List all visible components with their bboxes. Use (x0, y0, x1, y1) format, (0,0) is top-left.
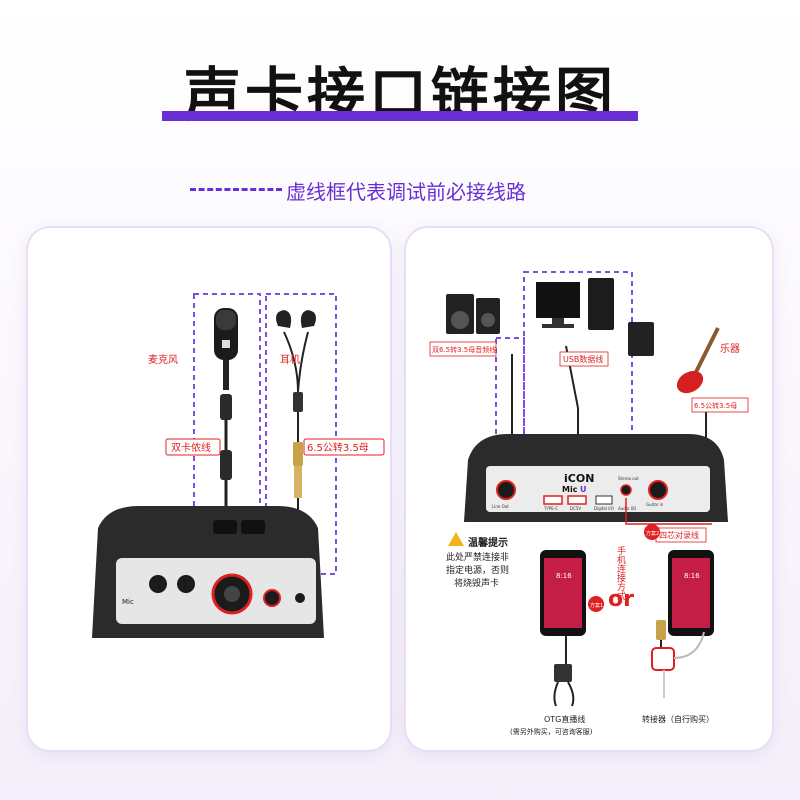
headphone-jack (263, 589, 281, 607)
subtitle-row: 虚线框代表调试前必接线路 (190, 176, 630, 206)
dc-port (567, 495, 587, 505)
left-diagram: 麦克风 耳机 双卡侬线 6.5公转3.5母 Mic (92, 293, 385, 638)
earphone-dashed-box (265, 293, 337, 575)
right-panel: 双6.5转3.5母音频线 USB数据线 乐器 6.5公转3.5母 iCON Mi… (406, 228, 772, 750)
speaker-dashed-box (495, 337, 525, 521)
audio-io-jack (620, 484, 632, 496)
warning-title: 温馨提示 (468, 536, 508, 549)
instrument-adapter-label: 6.5公转3.5母 (694, 401, 737, 410)
phone-right-time: 8:16 (684, 572, 700, 580)
port-digital-text: Digital I/O (594, 506, 614, 511)
monitor-speaker-icon (628, 322, 654, 356)
computer-icon (536, 278, 614, 330)
phone-connection-label: 手机连接方式 (615, 545, 626, 600)
typec-port (543, 495, 563, 505)
speakers-icon (446, 294, 500, 334)
adapter-label: 转接器（自行购买） (642, 714, 714, 724)
earphone-label: 耳机 (280, 353, 300, 366)
dashed-legend-line (190, 188, 282, 191)
port-typec-text: TYPE-C (543, 506, 558, 511)
adapter-icon (651, 620, 705, 698)
guitar-icon (676, 327, 720, 394)
left-panel: 麦克风 耳机 双卡侬线 6.5公转3.5母 Mic (28, 228, 390, 750)
speaker-cable-label: 双6.5转3.5母音频线 (432, 345, 496, 354)
plan1-label: 方案1 (590, 602, 603, 609)
plan2-badge (644, 524, 660, 540)
phone-right-icon: 8:16 (668, 550, 714, 636)
plan1-badge (588, 596, 604, 612)
plan2-label: 方案2 (646, 530, 659, 537)
or-text: or (608, 587, 634, 612)
lineout-jack (496, 480, 516, 500)
warning-body-3: 将烧毁声卡 (454, 577, 499, 589)
port-dc-text: DC5V (570, 506, 581, 511)
digital-io-port (595, 495, 613, 505)
cable-label-box (165, 438, 221, 456)
guitar-in-jack (648, 480, 668, 500)
otg-label-2: (需另外购买，可咨询客服) (510, 727, 593, 736)
microphone-icon (214, 308, 238, 390)
instrument-label: 乐器 (720, 343, 740, 355)
usb-label: USB数据线 (563, 354, 603, 364)
warning-note: 温馨提示 此处严禁连接非 指定电源，否则 将烧毁声卡 (446, 532, 509, 589)
model-text: Mic (562, 485, 578, 494)
four-core-label: 四芯对录线 (659, 530, 699, 540)
brand-text: iCON (564, 472, 594, 485)
gain-knob[interactable] (149, 575, 167, 593)
otg-cable-icon (553, 636, 575, 707)
port-audio-text: Audio I/O (618, 506, 636, 511)
mic-label: 麦克风 (148, 354, 178, 366)
phone-left-icon: 8:16 (540, 550, 586, 636)
phone-left-time: 8:16 (556, 572, 572, 580)
adapter-label-box (303, 438, 385, 456)
model-sup-text: U (580, 485, 587, 494)
subtitle: 虚线框代表调试前必接线路 (286, 180, 526, 204)
speaker-cable-label-box (429, 341, 497, 357)
otg-label-1: OTG直播线 (544, 714, 585, 724)
warning-icon (448, 532, 464, 546)
right-diagram: 双6.5转3.5母音频线 USB数据线 乐器 6.5公转3.5母 iCON Mi… (429, 271, 749, 736)
adapter-label: 6.5公转3.5母 (307, 441, 369, 454)
port-guitar-text: Guitar in (646, 502, 664, 507)
usb-label-box (559, 351, 609, 367)
port-stereo-text: Stereo out (618, 476, 639, 481)
volume-knob[interactable] (177, 575, 195, 593)
warning-body-1: 此处严禁连接非 (446, 551, 509, 563)
instrument-adapter-label-box (691, 397, 749, 413)
sound-card-device: Mic (92, 506, 324, 638)
device-mic-text: Mic (122, 598, 134, 606)
title-underline-bar (162, 111, 638, 121)
phone-link-line (625, 498, 712, 525)
port-lineout-text: Line Out (492, 504, 509, 509)
cable-label: 双卡侬线 (171, 441, 211, 454)
warning-body-2: 指定电源，否则 (446, 564, 509, 576)
sound-card-rear: iCON Mic U Line Out Stereo out Guitar in… (464, 434, 728, 522)
